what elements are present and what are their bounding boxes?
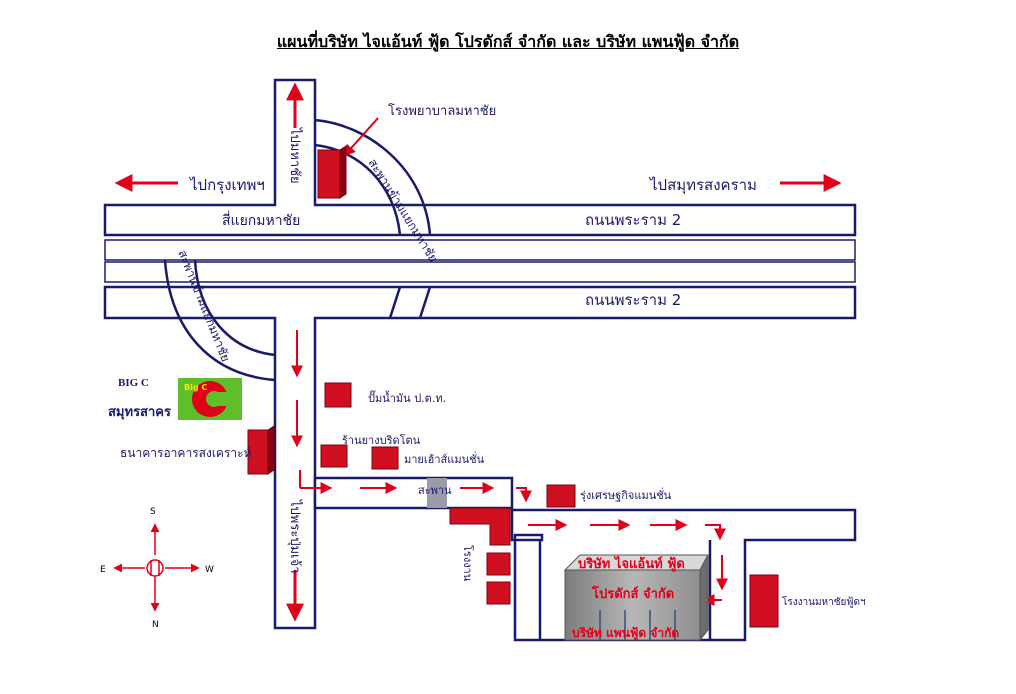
hospital-pointer bbox=[343, 117, 379, 157]
bigc-logo-text: Big C bbox=[184, 383, 207, 392]
gas-station-building bbox=[324, 382, 352, 408]
hospital-building bbox=[317, 149, 341, 199]
compass-bottom-letter: N bbox=[152, 620, 159, 630]
direction-mahachai-north: ไปมหาชัย bbox=[287, 127, 303, 184]
factory-label: โรงงาน bbox=[461, 545, 475, 582]
company-building bbox=[563, 554, 709, 642]
flyover bbox=[163, 118, 432, 382]
bank-label: ธนาคารอาคารสงเคราะห์ bbox=[120, 446, 252, 460]
company-line2: โปรดักส์ จำกัด bbox=[591, 585, 674, 602]
direction-bangkok: ไปกรุงเทพฯ bbox=[189, 176, 265, 195]
direction-pomprachul: ไปพระปุ่มเจ้า bbox=[287, 499, 303, 574]
mansion1-building bbox=[371, 446, 399, 470]
bigc-title: BIG C bbox=[118, 377, 149, 389]
compass-top-letter: S bbox=[150, 507, 156, 517]
road-rama2-lower: ถนนพระราม 2 bbox=[585, 291, 681, 309]
tire-shop-label: ร้านยางบริดโตน bbox=[342, 433, 421, 447]
gas-station-label: ปั๊มน้ำมัน ป.ต.ท. bbox=[368, 390, 446, 405]
hospital-label: โรงพยาบาลมหาชัย bbox=[388, 103, 496, 119]
map-title: แผนที่บริษัท ไจแอ้นท์ ฟู้ด โปรดักส์ จำกั… bbox=[276, 32, 740, 51]
company-line1: บริษัท ไจแอ้นท์ ฟู้ด bbox=[578, 555, 685, 572]
buildings bbox=[247, 145, 779, 628]
mansion2-building bbox=[546, 484, 576, 508]
compass-right-letter: W bbox=[205, 565, 214, 575]
bigc-place: สมุทรสาคร bbox=[108, 405, 171, 420]
bridge-label: สะพาน bbox=[418, 484, 452, 497]
factory-building-3 bbox=[486, 581, 511, 605]
compass-left-letter: E bbox=[100, 565, 106, 575]
intersection-label: สี่แยกมหาชัย bbox=[222, 211, 300, 229]
road-rama2-upper: ถนนพระราม 2 bbox=[585, 211, 681, 229]
compass bbox=[113, 523, 200, 612]
factory-building-2 bbox=[486, 552, 511, 576]
direction-samut-songkhram: ไปสมุทรสงคราม bbox=[649, 176, 757, 195]
mahachai-factory-label: โรงงานมหาชัยฟู้ดฯ bbox=[782, 595, 866, 608]
bigc-logo bbox=[178, 378, 242, 420]
tire-shop-building bbox=[320, 444, 348, 468]
mahachai-factory-building bbox=[749, 574, 779, 628]
factory-building-1 bbox=[449, 507, 511, 546]
route-arrows bbox=[114, 82, 842, 622]
company-line3: บริษัท แพนฟู้ด จำกัด bbox=[572, 626, 679, 641]
mansion2-label: รุ่งเศรษฐกิจแมนชั่น bbox=[580, 487, 672, 502]
mansion1-label: มายเฮ้าส์แมนชั่น bbox=[404, 451, 485, 466]
